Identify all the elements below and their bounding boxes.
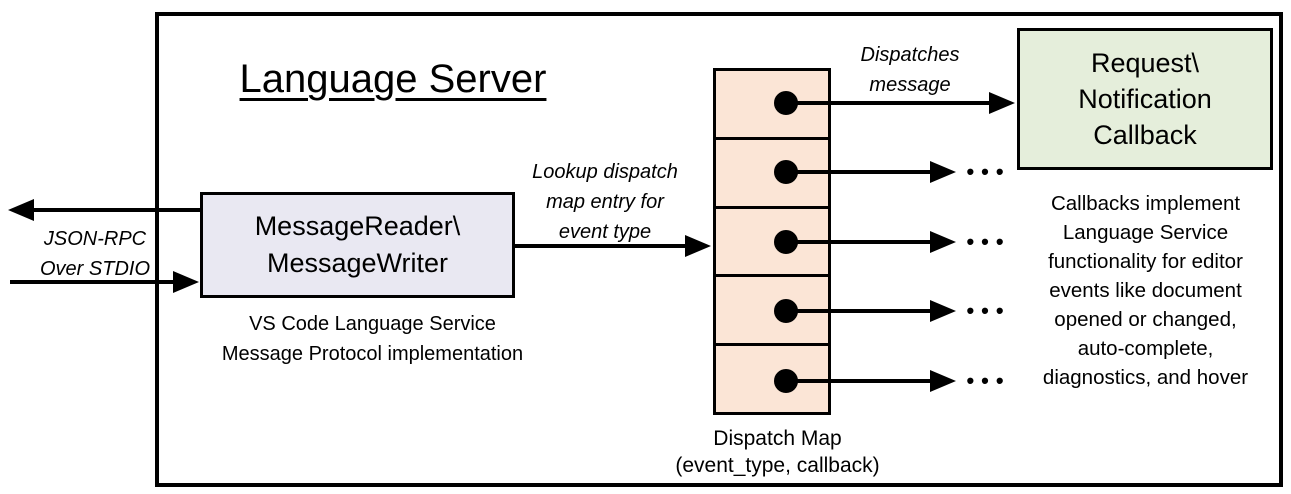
- ellipsis: •••: [966, 229, 1011, 254]
- stdio-label: JSON-RPC Over STDIO: [39, 228, 150, 280]
- message-reader-writer-box: MessageReader\ MessageWriter: [200, 192, 515, 298]
- dispatch-map-cell: [716, 71, 828, 140]
- dispatch-map-label: Dispatch Map (event_type, callback): [675, 427, 880, 477]
- dispatch-map-cell: [716, 209, 828, 278]
- callbacks-note: Callbacks implement Language Service fun…: [1042, 192, 1249, 389]
- dispatch-map-cell: [716, 346, 828, 412]
- dispatch-map-cell: [716, 140, 828, 209]
- dispatch-map: [713, 68, 831, 415]
- ellipsis: •••: [966, 298, 1011, 323]
- ellipsis: •••: [966, 159, 1011, 184]
- lookup-dispatch-label: Lookup dispatch map entry for event type: [532, 161, 678, 243]
- callback-box-label: Request\ Notification Callback: [1078, 48, 1212, 150]
- ellipsis: •••: [966, 368, 1011, 393]
- diagram-title: Language Server: [239, 57, 547, 101]
- message-reader-writer-label: MessageReader\ MessageWriter: [254, 211, 461, 278]
- language-server-boundary: [155, 12, 1283, 487]
- request-notification-callback-box: Request\ Notification Callback: [1017, 28, 1273, 170]
- arrowhead-stdio-out: [8, 199, 34, 221]
- dispatches-message-label: Dispatches message: [860, 44, 960, 96]
- reader-box-caption: VS Code Language Service Message Protoco…: [221, 313, 524, 365]
- dispatch-map-cell: [716, 277, 828, 347]
